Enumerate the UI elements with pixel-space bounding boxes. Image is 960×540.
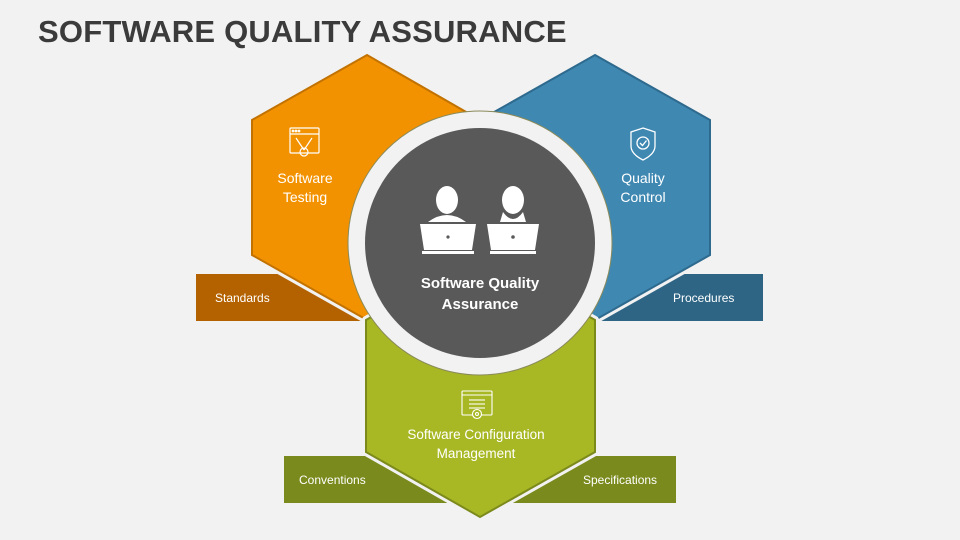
segment-config-line2: Management [437, 446, 516, 461]
tag-standards-label: Standards [215, 291, 270, 305]
tag-procedures-label: Procedures [673, 291, 734, 305]
center-title-line2: Assurance [442, 296, 519, 313]
center-title-line1: Software Quality [421, 275, 540, 292]
people-laptops-icon [420, 186, 539, 254]
segment-testing-line2: Testing [283, 189, 327, 205]
testing-tools-icon [289, 127, 320, 157]
slide-title: SOFTWARE QUALITY ASSURANCE [38, 14, 567, 49]
segment-testing-line1: Software [277, 170, 332, 186]
shield-check-icon [630, 127, 656, 161]
config-document-gear-icon [461, 390, 493, 420]
segment-control-line1: Quality [621, 170, 665, 186]
tag-conventions-label: Conventions [299, 473, 366, 487]
center-circle [365, 128, 595, 358]
segment-config-line1: Software Configuration [407, 427, 544, 442]
segment-control-line2: Control [620, 189, 665, 205]
tag-specifications-label: Specifications [583, 473, 657, 487]
